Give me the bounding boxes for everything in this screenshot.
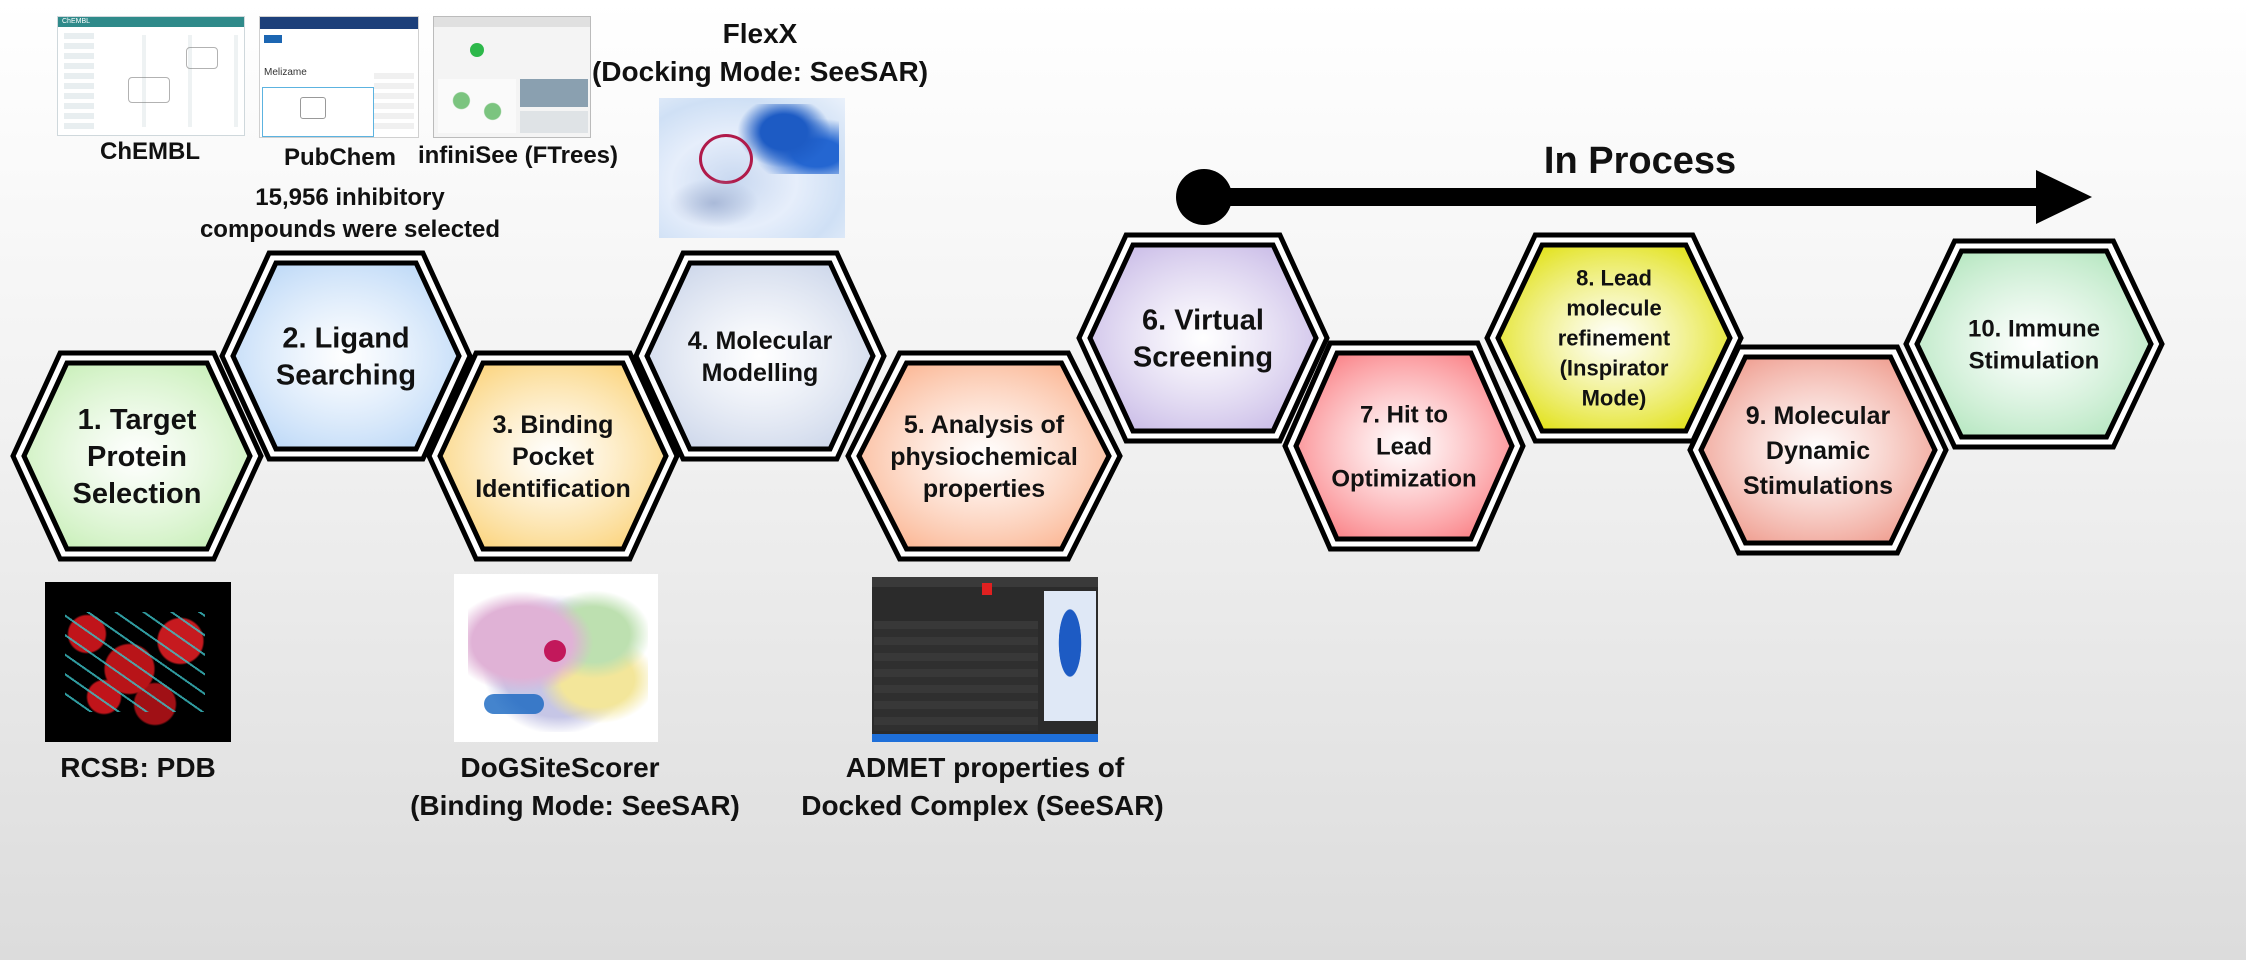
step-5-label-line: properties	[923, 475, 1045, 503]
step-6-inner-fill	[1087, 242, 1319, 434]
step-1-inner-fill	[21, 360, 253, 552]
step-2-inner-fill	[230, 260, 462, 452]
dogsitescorer-image	[454, 574, 658, 742]
in-process-arrow	[1176, 169, 2092, 225]
step-4-label-line: Modelling	[702, 359, 819, 387]
pubchem-thumb-title: Melizame	[264, 67, 307, 78]
rcsb-protein-image	[45, 582, 231, 742]
step-4-label-line: 4. Molecular	[688, 327, 833, 355]
step-9-inner-fill	[1698, 354, 1938, 546]
step-8-label-line: molecule	[1566, 296, 1661, 321]
step-3-inner-fill	[437, 360, 669, 552]
step-7-label-line: Lead	[1376, 433, 1432, 460]
step-4-inner-fill	[644, 260, 876, 452]
inhibitory-label-1: 15,956 inhibitory	[255, 184, 445, 211]
step-8-label-line: refinement	[1558, 326, 1671, 351]
pubchem-label: PubChem	[283, 144, 396, 171]
admet-label-2: Docked Complex (SeeSAR)	[801, 790, 1164, 821]
arrow-shaft	[1204, 188, 2044, 206]
step-9-label-line: 9. Molecular	[1746, 402, 1891, 430]
step-8-label-line: 8. Lead	[1576, 266, 1652, 291]
in-process-label: In Process	[1543, 140, 1737, 182]
admet-label-1: ADMET properties of	[845, 752, 1125, 783]
step-1-label-line: Selection	[73, 478, 202, 510]
step-5-inner-fill	[856, 360, 1112, 552]
arrow-head	[2036, 170, 2092, 224]
pubchem-screenshot: Melizame	[259, 16, 419, 138]
step-2-label-line: Searching	[276, 360, 416, 392]
step-10-inner-fill	[1914, 248, 2154, 440]
flexx-label-1: FlexX	[722, 18, 798, 49]
step-8-inner-fill	[1495, 242, 1733, 434]
step-5-label-line: physiochemical	[890, 443, 1078, 471]
step-9-label-line: Dynamic	[1766, 437, 1870, 465]
step-8-hexagon: 8. Lead molecule refinement (InspiratorMode…	[1484, 232, 1744, 444]
step-3-label-line: Pocket	[512, 443, 595, 471]
step-8-label-line: (Inspirator	[1560, 356, 1669, 381]
step-6-label-line: 6. Virtual	[1142, 305, 1264, 337]
step-3-label-line: 3. Binding	[493, 411, 614, 439]
chembl-thumb-header: ChEMBL	[58, 17, 244, 27]
step-6-label-line: Screening	[1133, 342, 1273, 374]
step-5-label-line: 5. Analysis of	[904, 411, 1065, 439]
dogsite-label-2: (Binding Mode: SeeSAR)	[410, 790, 740, 821]
chembl-screenshot: ChEMBL	[57, 16, 245, 136]
rcsb-label: RCSB: PDB	[60, 752, 216, 783]
step-5-hexagon: 5. Analysis of physiochemical properties	[845, 350, 1123, 562]
step-3-label-line: Identification	[475, 475, 631, 503]
admet-screenshot	[872, 577, 1098, 742]
inhibitory-label-2: compounds were selected	[199, 216, 501, 243]
step-1-label-line: 1. Target	[78, 404, 197, 436]
step-8-label-line: Mode)	[1582, 386, 1647, 411]
flexx-docking-image	[659, 98, 845, 238]
step-9-label-line: Stimulations	[1743, 472, 1893, 500]
step-7-label-line: Optimization	[1331, 465, 1476, 492]
flexx-label-2: (Docking Mode: SeeSAR)	[591, 56, 929, 87]
step-1-label-line: Protein	[87, 441, 187, 473]
infinisee-label: infiniSee (FTrees)	[417, 142, 619, 169]
step-2-label-line: 2. Ligand	[282, 323, 409, 355]
step-7-inner-fill	[1293, 350, 1515, 542]
chembl-label: ChEMBL	[100, 138, 200, 165]
step-7-label-line: 7. Hit to	[1360, 401, 1448, 428]
dogsite-label-1: DoGSiteScorer	[460, 752, 660, 783]
step-10-label-line: 10. Immune	[1968, 315, 2100, 342]
infinisee-screenshot	[433, 16, 591, 138]
step-10-label-line: Stimulation	[1969, 347, 2100, 374]
